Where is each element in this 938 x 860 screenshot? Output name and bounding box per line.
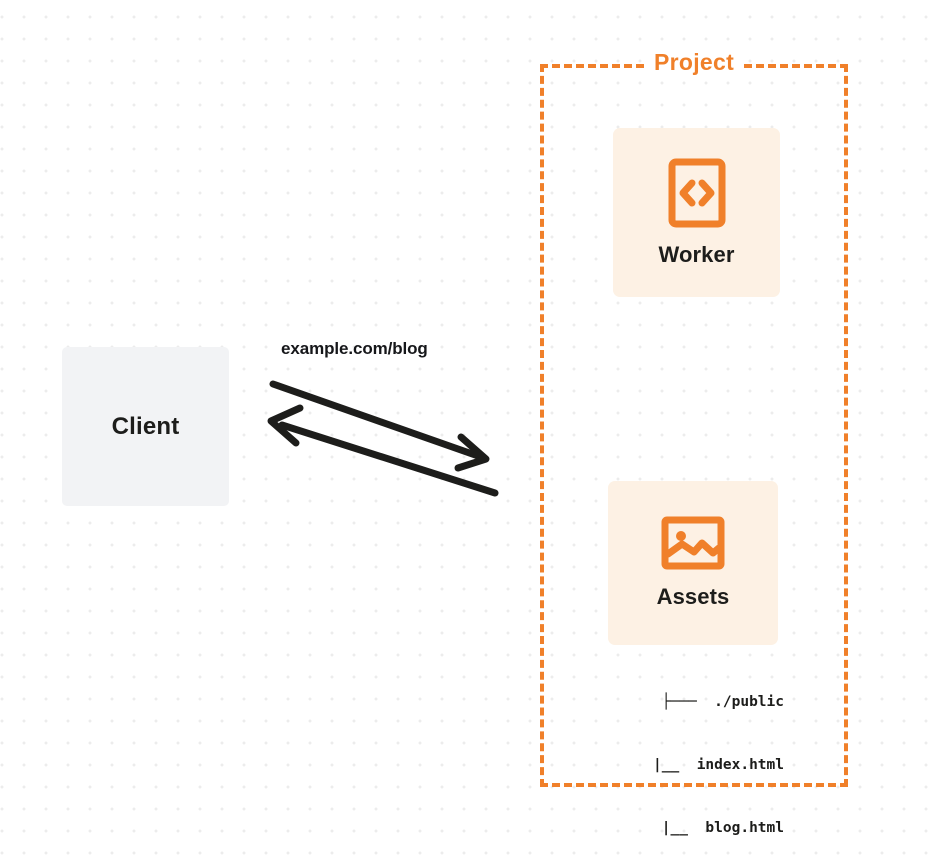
file-tree-row: ├─── ./public <box>661 694 784 710</box>
assets-node[interactable]: Assets <box>608 481 778 645</box>
client-node[interactable]: Client <box>62 347 229 506</box>
request-arrow <box>269 380 490 472</box>
file-tree-row: |__ index.html <box>653 757 784 773</box>
assets-label: Assets <box>656 584 730 609</box>
worker-node[interactable]: Worker <box>613 128 780 297</box>
code-brackets-icon <box>668 158 726 228</box>
assets-file-tree: ├─── ./public |__ index.html |__ blog.ht… <box>588 650 784 860</box>
worker-label: Worker <box>658 241 735 267</box>
project-title-text: Project <box>646 49 742 75</box>
response-arrow <box>267 404 499 497</box>
file-tree-row: |__ blog.html <box>661 820 784 836</box>
image-icon <box>661 516 725 570</box>
project-title: Project <box>540 49 848 76</box>
edge-label-url: example.com/blog <box>281 339 428 358</box>
client-label: Client <box>111 412 180 440</box>
